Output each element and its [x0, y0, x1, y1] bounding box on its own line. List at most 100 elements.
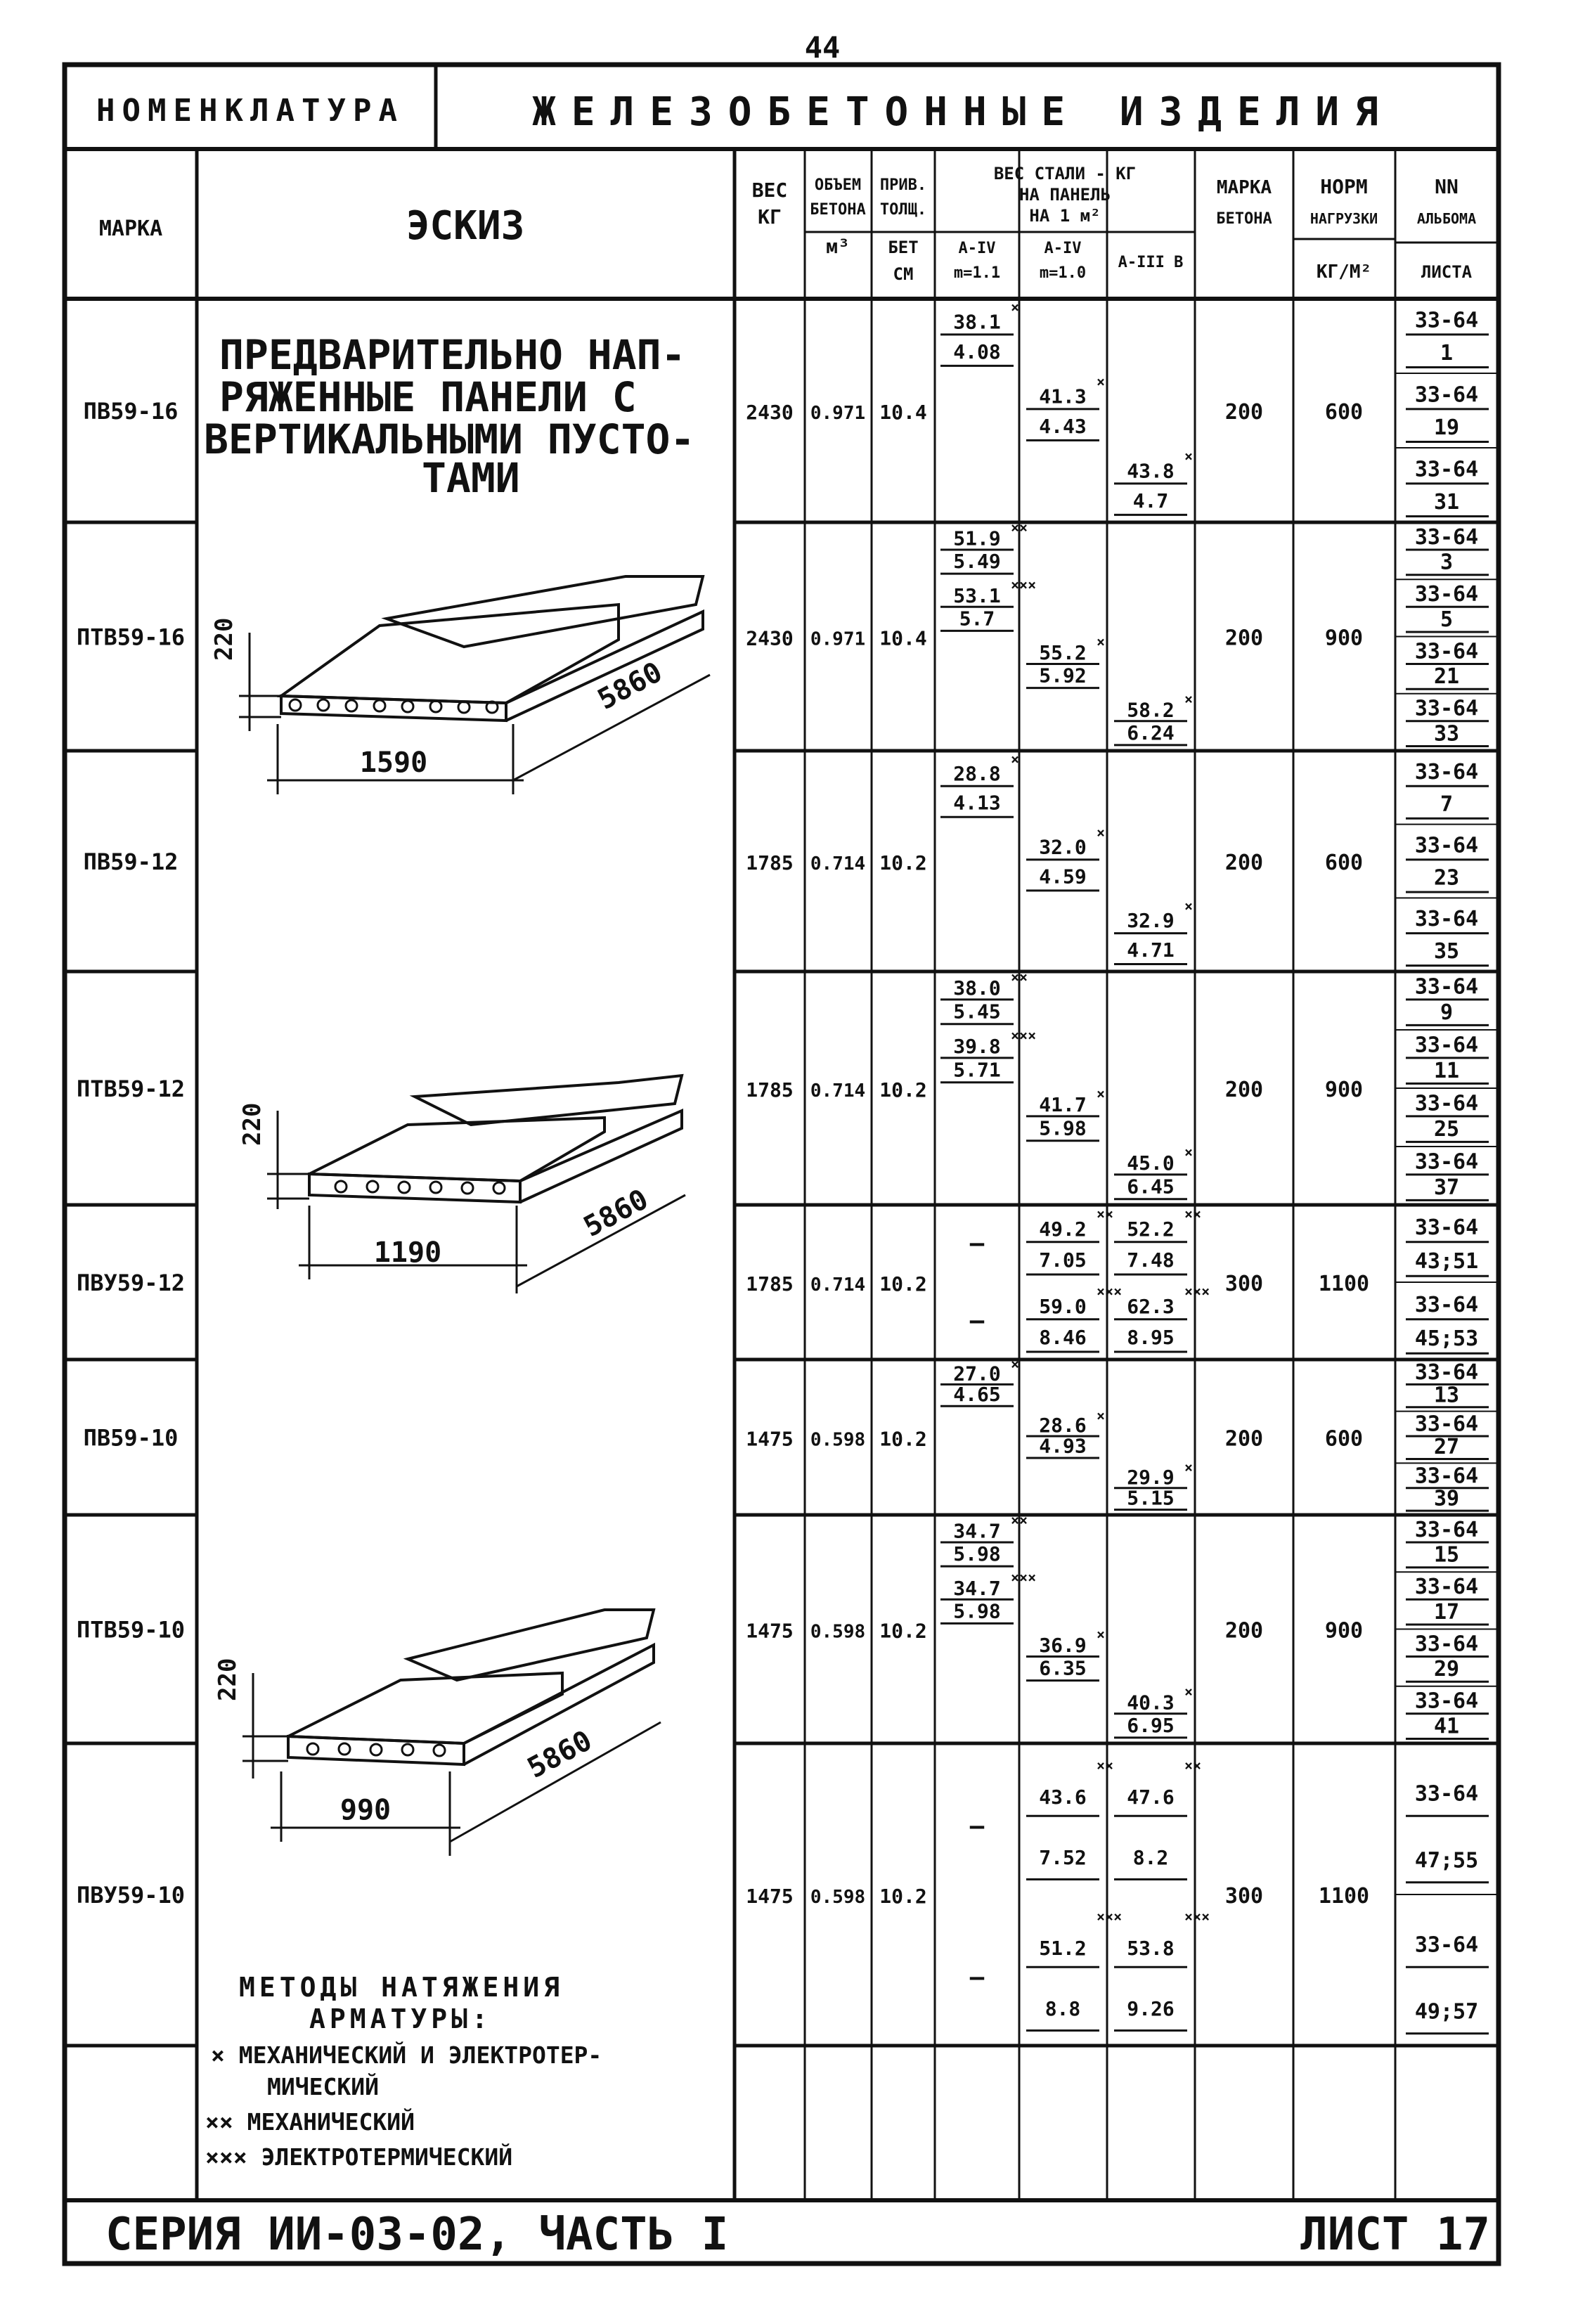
col-steel-sub-1b: m=1.1	[954, 264, 1000, 282]
album-series: 33-64	[1415, 907, 1478, 931]
dim-height-b: 220	[238, 1103, 266, 1146]
album-sheet: 17	[1434, 1600, 1459, 1625]
album-series: 33-64	[1415, 833, 1478, 858]
footer-series: СЕРИЯ ИИ-03-02, ЧАСТЬ I	[105, 2209, 728, 2261]
steel-weight-panel: 41.7	[1039, 1093, 1086, 1116]
col-volume-header-1: ОБЪЕМ	[815, 176, 861, 194]
album-sheet: 3	[1440, 550, 1453, 575]
album-series: 33-64	[1415, 308, 1478, 333]
album-sheet: 1	[1440, 341, 1453, 366]
album-series: 33-64	[1415, 1215, 1478, 1240]
method-mark: ××	[1184, 1757, 1201, 1774]
row-mark: ПТВ59-12	[77, 1076, 185, 1102]
album-sheet: 33	[1434, 721, 1459, 746]
row-norm-load: 900	[1325, 1078, 1363, 1102]
steel-weight-panel: 52.2	[1127, 1218, 1174, 1241]
album-series: 33-64	[1415, 1689, 1478, 1714]
album-sheet: 13	[1434, 1383, 1459, 1407]
steel-weight-panel: 51.9	[953, 527, 1000, 550]
album-series: 33-64	[1415, 1464, 1478, 1488]
album-sheet: 5	[1440, 607, 1453, 632]
row-norm-load: 1100	[1319, 1272, 1369, 1296]
method-mark: ×	[1184, 448, 1193, 465]
steel-weight-m2: 8.95	[1127, 1326, 1174, 1349]
steel-weight-panel: 34.7	[953, 1577, 1000, 1600]
panel-drawing-990: 220 5860 990	[214, 1608, 661, 1856]
steel-weight-panel: 38.1	[953, 310, 1000, 333]
steel-weight-m2: 5.7	[959, 607, 995, 630]
steel-dash: —	[970, 1229, 985, 1258]
row-thickness: 10.2	[879, 1428, 926, 1451]
row-volume: 0.714	[810, 1080, 865, 1102]
method-mark: ××	[1011, 519, 1028, 536]
album-series: 33-64	[1415, 525, 1478, 550]
col-steel-sub-2b: m=1.0	[1040, 264, 1086, 282]
album-series: 33-64	[1415, 760, 1478, 785]
steel-weight-m2: 5.98	[953, 1599, 1000, 1622]
steel-weight-panel: 51.2	[1039, 1937, 1086, 1960]
row-mark: ПВ59-10	[84, 1425, 179, 1452]
steel-weight-m2: 8.8	[1045, 1997, 1081, 2020]
album-sheet: 37	[1434, 1175, 1459, 1200]
steel-weight-panel: 38.0	[953, 976, 1000, 1000]
album-sheet: 43;51	[1415, 1249, 1478, 1274]
col-steel-sub-3a: A-III В	[1118, 254, 1184, 271]
album-sheet: 27	[1434, 1435, 1459, 1459]
album-sheet: 31	[1434, 490, 1459, 515]
album-series: 33-64	[1415, 582, 1478, 607]
row-thickness: 10.2	[879, 1620, 926, 1643]
row-concrete-grade: 200	[1225, 400, 1263, 425]
steel-weight-panel: 45.0	[1127, 1151, 1174, 1175]
row-thickness: 10.4	[879, 627, 926, 650]
method-mark: ××	[1011, 1512, 1028, 1529]
steel-weight-panel: 32.0	[1039, 836, 1086, 859]
methods-line-5: ×× МЕХАНИЧЕСКИЙ	[205, 2107, 415, 2136]
col-steel-sub-1a: A-IV	[959, 240, 996, 257]
col-steel-header-2: НА ПАНЕЛЬ	[1019, 185, 1111, 205]
method-mark: ×	[1097, 633, 1105, 650]
row-weight: 1785	[746, 1272, 793, 1296]
steel-weight-panel: 53.1	[953, 584, 1000, 607]
col-load-header-1: НОРМ	[1320, 175, 1367, 198]
method-mark: ×	[1184, 1683, 1193, 1700]
col-volume-header-3: м³	[826, 235, 850, 258]
steel-weight-panel: 43.8	[1127, 459, 1174, 482]
album-sheet: 45;53	[1415, 1326, 1478, 1351]
album-series: 33-64	[1415, 1360, 1478, 1385]
table-grid	[195, 149, 1397, 2200]
album-series: 33-64	[1415, 1632, 1478, 1656]
row-weight: 2430	[746, 627, 793, 650]
steel-weight-m2: 6.45	[1127, 1175, 1174, 1198]
col-concrete-header-1: МАРКА	[1217, 177, 1272, 198]
row-volume: 0.598	[810, 1622, 865, 1643]
method-mark: ××	[1097, 1206, 1113, 1222]
dim-length-b: 5860	[578, 1183, 654, 1244]
method-mark: ×	[1097, 373, 1105, 390]
method-mark: ×××	[1011, 1027, 1036, 1044]
method-mark: ×	[1097, 1085, 1105, 1102]
album-series: 33-64	[1415, 1933, 1478, 1958]
row-norm-load: 1100	[1319, 1884, 1369, 1909]
steel-weight-m2: 6.35	[1039, 1657, 1086, 1680]
col-load-header-3: КГ/М²	[1317, 262, 1371, 283]
nomenclature-label: НОМЕНКЛАТУРА	[96, 93, 404, 129]
row-norm-load: 900	[1325, 626, 1363, 651]
album-series: 33-64	[1415, 697, 1478, 721]
row-concrete-grade: 200	[1225, 626, 1263, 651]
album-sheet: 35	[1434, 939, 1459, 964]
steel-weight-m2: 8.46	[1039, 1326, 1086, 1349]
row-weight: 1785	[746, 851, 793, 874]
steel-weight-m2: 5.98	[1039, 1116, 1086, 1140]
method-mark: ×	[1184, 898, 1193, 915]
album-sheet: 41	[1434, 1714, 1459, 1738]
steel-dash: —	[970, 1963, 985, 1991]
album-sheet: 19	[1434, 415, 1459, 440]
row-thickness: 10.2	[879, 1078, 926, 1102]
col-thick-header-4: СМ	[893, 264, 914, 284]
dim-width-a: 1590	[360, 747, 427, 779]
method-mark: ×	[1097, 825, 1105, 841]
